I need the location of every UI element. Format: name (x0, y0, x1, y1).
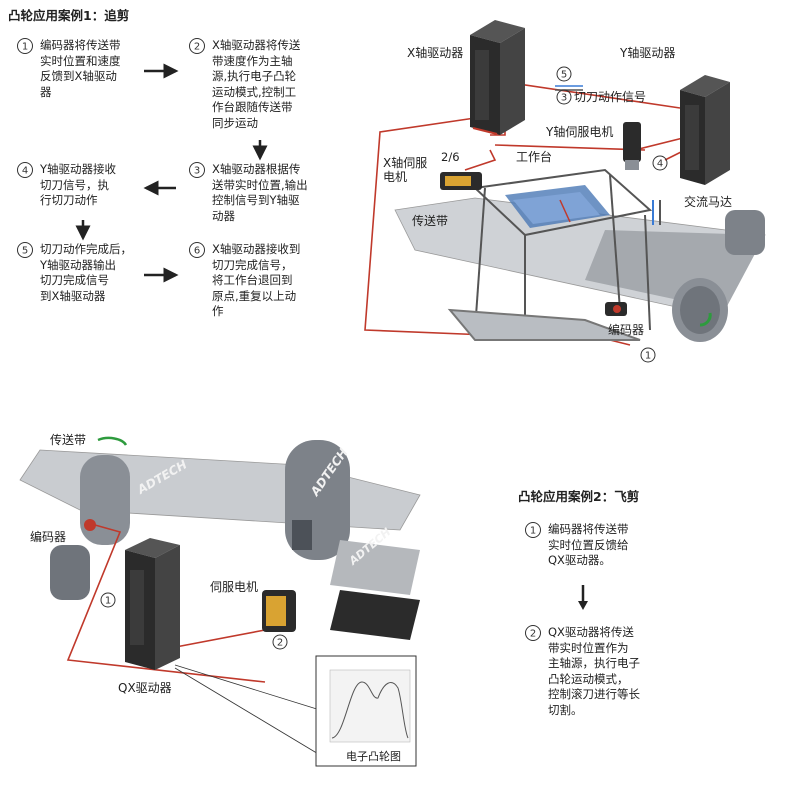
step-text: 编码器将传送带 实时位置和速度 反馈到X轴驱动 器 (40, 38, 121, 99)
ac-motor-label: 交流马达 (684, 195, 733, 209)
step-number: 2 (194, 42, 200, 53)
case1-step-2: 2 X轴驱动器将传送 带速度作为主轴 源,执行电子凸轮 运动模式,控制工 作台跟… (188, 38, 300, 131)
circled-number-icon: 3 (188, 161, 206, 179)
step-text: Y轴驱动器接收 切刀信号，执 行切刀动作 (40, 162, 117, 207)
circled-number-icon: 5 (16, 241, 34, 259)
step-text: X轴驱动器接收到 切刀完成信号， 将工作台退回到 原点,重复以上动 作 (212, 242, 301, 318)
servo-step-badge: 2 (272, 634, 288, 654)
qx-driver-label: QX驱动器 (118, 681, 172, 695)
svg-text:4: 4 (657, 159, 663, 170)
svg-text:1: 1 (105, 596, 111, 607)
svg-text:3: 3 (561, 92, 567, 103)
y-driver-unit (680, 75, 730, 185)
conveyor-label: 传送带 (50, 433, 87, 447)
circled-number-icon: 2 (188, 37, 206, 55)
cam-chart (315, 655, 417, 767)
y-driver-label: Y轴驱动器 (620, 46, 676, 60)
up-down-arrow-icon (652, 200, 661, 225)
svg-text:1: 1 (645, 351, 651, 362)
cut-signal-label: 3 切刀动作信号 (556, 88, 646, 105)
svg-text:1: 1 (530, 526, 536, 537)
step-number: 1 (22, 42, 28, 53)
step-number: 5 (22, 246, 28, 257)
case1-flow-arrows (75, 63, 268, 283)
case1-title: 凸轮应用案例1：追剪 (8, 8, 130, 23)
case1-step-6: 6 X轴驱动器接收到 切刀完成信号， 将工作台退回到 原点,重复以上动 作 (188, 242, 300, 320)
case2-title: 凸轮应用案例2：飞剪 (518, 489, 640, 504)
ac-motor (672, 210, 765, 342)
double-arrow-icon (555, 85, 583, 91)
case1-step-5: 5 切刀动作完成后， Y轴驱动器输出 切刀完成信号 到X轴驱动器 (16, 242, 132, 304)
circled-number-icon: 2 (524, 624, 542, 642)
cutter-roller (285, 440, 350, 560)
step-number: 4 (22, 166, 28, 177)
case2-step-1: 1 编码器将传送带 实时位置反馈给 QX驱动器。 (524, 522, 629, 569)
qx-driver-unit (125, 538, 180, 670)
case1-step-4: 4 Y轴驱动器接收 切刀信号，执 行切刀动作 (16, 162, 116, 209)
cut-sheet-stack (330, 590, 420, 640)
workbench-frame (447, 168, 653, 341)
flying-shear-illustration (19, 436, 421, 767)
x-driver-label: X轴驱动器 (407, 46, 464, 60)
servo-motor (262, 590, 296, 632)
circled-number-icon: 1 (16, 37, 34, 55)
encoder-label: 编码器 (608, 323, 645, 337)
step-text: X轴驱动器根据传 送带实时位置,输出 控制信号到Y轴驱 动器 (212, 162, 308, 223)
case1-step-3: 3 X轴驱动器根据传 送带实时位置,输出 控制信号到Y轴驱 动器 (188, 162, 308, 224)
circled-number-icon: 4 (16, 161, 34, 179)
circled-number-icon: 1 (524, 521, 542, 539)
cam-chart-label: 电子凸轮图 (346, 750, 401, 763)
x-servo-label: X轴伺服 电机 (383, 156, 428, 184)
y-driver-step-badge: 4 (652, 155, 668, 175)
step-number: 6 (194, 246, 200, 257)
encoder-unit (605, 302, 627, 316)
arrow-down-icon (578, 585, 588, 610)
servo-label: 伺服电机 (210, 580, 259, 594)
x-driver-unit (470, 20, 525, 135)
workbench (505, 185, 610, 228)
conveyor-label: 传送带 (412, 214, 449, 228)
y-servo-label: Y轴伺服电机 (546, 125, 614, 139)
chasing-cut-illustration (364, 20, 766, 346)
encoder-label: 编码器 (30, 530, 67, 544)
encoder-step-badge: 1 (640, 347, 656, 367)
case1-step-1: 1 编码器将传送带 实时位置和速度 反馈到X轴驱动 器 (16, 38, 121, 100)
encoder-step-badge: 1 (100, 592, 116, 612)
x-servo-motor (440, 172, 482, 190)
cut-sheet (330, 540, 420, 595)
x-servo-step-badge: 2/6 (441, 150, 460, 164)
signal-top-badge: 5 (556, 66, 572, 86)
encoder-unit (50, 519, 96, 600)
svg-text:2: 2 (530, 629, 536, 640)
step-number: 3 (194, 166, 200, 177)
step-text: X轴驱动器将传送 带速度作为主轴 源,执行电子凸轮 运动模式,控制工 作台跟随传… (212, 38, 301, 130)
svg-text:2: 2 (277, 638, 283, 649)
case2-step-2: 2 QX驱动器将传送 带实时位置作为 主轴源，执行电子 凸轮运动模式， 控制滚刀… (524, 625, 640, 718)
step-text: 编码器将传送带 实时位置反馈给 QX驱动器。 (548, 522, 629, 567)
step-text: 切刀动作完成后， Y轴驱动器输出 切刀完成信号 到X轴驱动器 (40, 242, 132, 303)
svg-text:5: 5 (561, 70, 567, 81)
y-servo-motor (623, 122, 641, 170)
circled-number-icon: 3 (556, 89, 572, 104)
step-text: QX驱动器将传送 带实时位置作为 主轴源，执行电子 凸轮运动模式， 控制滚刀进行… (548, 625, 640, 717)
workbench-label: 工作台 (516, 150, 553, 164)
circled-number-icon: 6 (188, 241, 206, 259)
